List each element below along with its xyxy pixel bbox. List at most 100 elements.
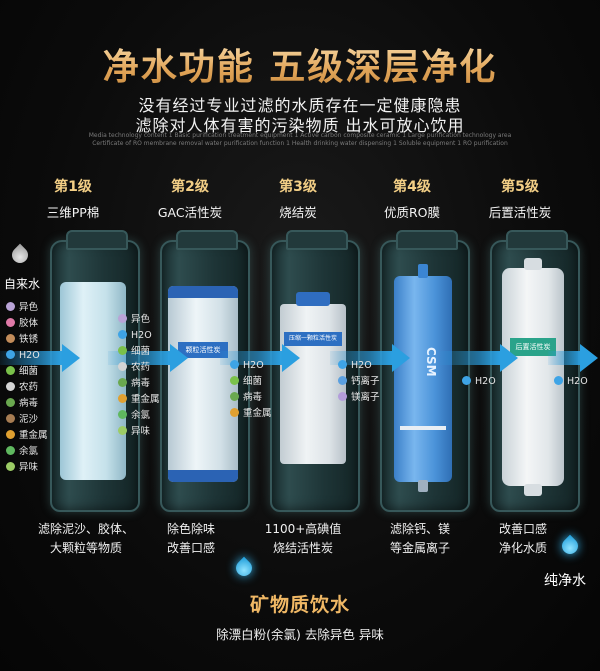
- list-item: 胶体: [6, 316, 48, 332]
- list-item: 病毒: [118, 376, 160, 392]
- flow-arrow-bar: [0, 351, 62, 365]
- stage-4-description: 滤除钙、镁 等金属离子: [370, 520, 470, 558]
- contaminant-icon: [6, 334, 15, 343]
- subtitle-line-1: 没有经过专业过滤的水质存在一定健康隐患: [138, 96, 462, 115]
- stage-1-contaminants: 异色 胶体 铁锈 H2O 细菌 农药 病毒 泥沙 重金属 余氯 异味: [6, 300, 48, 476]
- inlet-drop-icon: [8, 243, 32, 267]
- contaminant-icon: [230, 360, 239, 369]
- stage-4-header: 第4级 优质RO膜: [352, 176, 472, 221]
- list-item: H2O: [118, 328, 160, 344]
- flow-arrow-bar: [440, 351, 500, 365]
- stage-5-name: 后置活性炭: [488, 205, 552, 220]
- contaminant-icon: [118, 330, 127, 339]
- stage-3-description: 1100+高碘值 烧结活性炭: [248, 520, 358, 558]
- contaminant-icon: [6, 430, 15, 439]
- contaminant-icon: [338, 392, 347, 401]
- housing-cap: [66, 230, 128, 250]
- contaminant-icon: [338, 376, 347, 385]
- list-item: 细菌: [6, 364, 48, 380]
- stage-1-level: 第1级: [54, 179, 92, 195]
- contaminant-icon: [6, 462, 15, 471]
- stage-5-housing: 后置活性炭: [490, 230, 580, 512]
- list-item: 异色: [118, 312, 160, 328]
- stage-1-housing: [50, 230, 140, 512]
- ro-membrane-cartridge: CSM: [394, 264, 452, 492]
- housing-cap: [286, 230, 348, 250]
- contaminant-icon: [6, 302, 15, 311]
- stage-3-contaminants: H2O 细菌 病毒 重金属: [230, 358, 272, 422]
- housing-cap: [506, 230, 568, 250]
- stage-3-housing: 压缩一颗粒活性炭: [270, 230, 360, 512]
- contaminant-icon: [118, 426, 127, 435]
- list-item: 细菌: [118, 344, 160, 360]
- ro-cartridge-label: CSM: [424, 347, 438, 377]
- outlet-label: 纯净水: [544, 573, 586, 589]
- list-item: 异味: [118, 424, 160, 440]
- stage-5-header: 第5级 后置活性炭: [460, 176, 580, 221]
- list-item: H2O: [462, 374, 496, 390]
- stage-1-name: 三维PP棉: [46, 205, 100, 220]
- contaminant-icon: [6, 414, 15, 423]
- flow-arrow-icon: [62, 344, 80, 372]
- contaminant-icon: [118, 362, 127, 371]
- stage-5-desc-line2: 净化水质: [498, 541, 547, 555]
- gac-cartridge-label: 颗粒活性炭: [178, 342, 228, 358]
- list-item: 异味: [6, 460, 48, 476]
- sinter-carbon-cartridge: 压缩一颗粒活性炭: [280, 292, 346, 464]
- fine-print: Media technology content 1 Basic purific…: [88, 132, 512, 147]
- stage-5-water-in: H2O: [462, 374, 496, 390]
- list-item: H2O: [230, 358, 272, 374]
- contaminant-icon: [6, 366, 15, 375]
- contaminant-icon: [230, 376, 239, 385]
- stage-2-name: GAC活性炭: [157, 205, 223, 220]
- stage-5-water-out: H2O: [554, 374, 588, 390]
- mineral-water-drop-icon: [232, 556, 256, 580]
- list-item: H2O: [554, 374, 588, 390]
- mineral-water-title: 矿物质饮水: [249, 594, 350, 616]
- list-item: 重金属: [6, 428, 48, 444]
- stage-4-desc-line1: 滤除钙、镁: [389, 522, 450, 536]
- list-item: H2O: [338, 358, 380, 374]
- list-item: 泥沙: [6, 412, 48, 428]
- list-item: 异色: [6, 300, 48, 316]
- contaminant-icon: [230, 392, 239, 401]
- inlet-label: 自来水: [4, 277, 41, 291]
- contaminant-icon: [6, 382, 15, 391]
- list-item: 细菌: [230, 374, 272, 390]
- list-item: 镁离子: [338, 390, 380, 406]
- stage-2-desc-line2: 改善口感: [166, 541, 215, 555]
- sinter-cartridge-label: 压缩一颗粒活性炭: [284, 332, 342, 346]
- contaminant-icon: [118, 410, 127, 419]
- stage-2-contaminants: 异色 H2O 细菌 农药 病毒 重金属 余氯 异味: [118, 312, 160, 440]
- subtitle-line-2: 滤除对人体有害的污染物质 出水可放心饮用: [135, 116, 465, 135]
- list-item: 病毒: [6, 396, 48, 412]
- stage-3-level: 第3级: [279, 179, 317, 195]
- stage-1-desc-line1: 滤除泥沙、胶体、: [37, 522, 134, 536]
- contaminant-icon: [6, 398, 15, 407]
- list-item: 农药: [6, 380, 48, 396]
- contaminant-icon: [6, 350, 15, 359]
- list-item: 余氯: [118, 408, 160, 424]
- stage-2-level: 第2级: [171, 179, 209, 195]
- flow-arrow-icon: [170, 344, 188, 372]
- list-item: 铁锈: [6, 332, 48, 348]
- stage-4-desc-line2: 等金属离子: [389, 541, 450, 555]
- post-carbon-cartridge: 后置活性炭: [502, 258, 564, 496]
- housing-cap: [396, 230, 458, 250]
- stage-1-description: 滤除泥沙、胶体、 大颗粒等物质: [26, 520, 146, 558]
- housing-cap: [176, 230, 238, 250]
- flow-arrow-icon: [282, 344, 300, 372]
- stage-4-name: 优质RO膜: [383, 205, 441, 220]
- flow-arrow-bar: [548, 351, 582, 365]
- pp-cotton-cartridge: [60, 282, 126, 480]
- stage-2-description: 除色除味 改善口感: [143, 520, 239, 558]
- list-item: 病毒: [230, 390, 272, 406]
- page-title: 净水功能 五级深层净化: [0, 38, 600, 90]
- stage-4-housing: CSM: [380, 230, 470, 512]
- contaminant-icon: [230, 408, 239, 417]
- gac-cartridge: 颗粒活性炭: [168, 286, 238, 482]
- list-item: H2O: [6, 348, 48, 364]
- contaminant-icon: [118, 314, 127, 323]
- stage-3-desc-line2: 烧结活性炭: [272, 541, 333, 555]
- contaminant-icon: [6, 318, 15, 327]
